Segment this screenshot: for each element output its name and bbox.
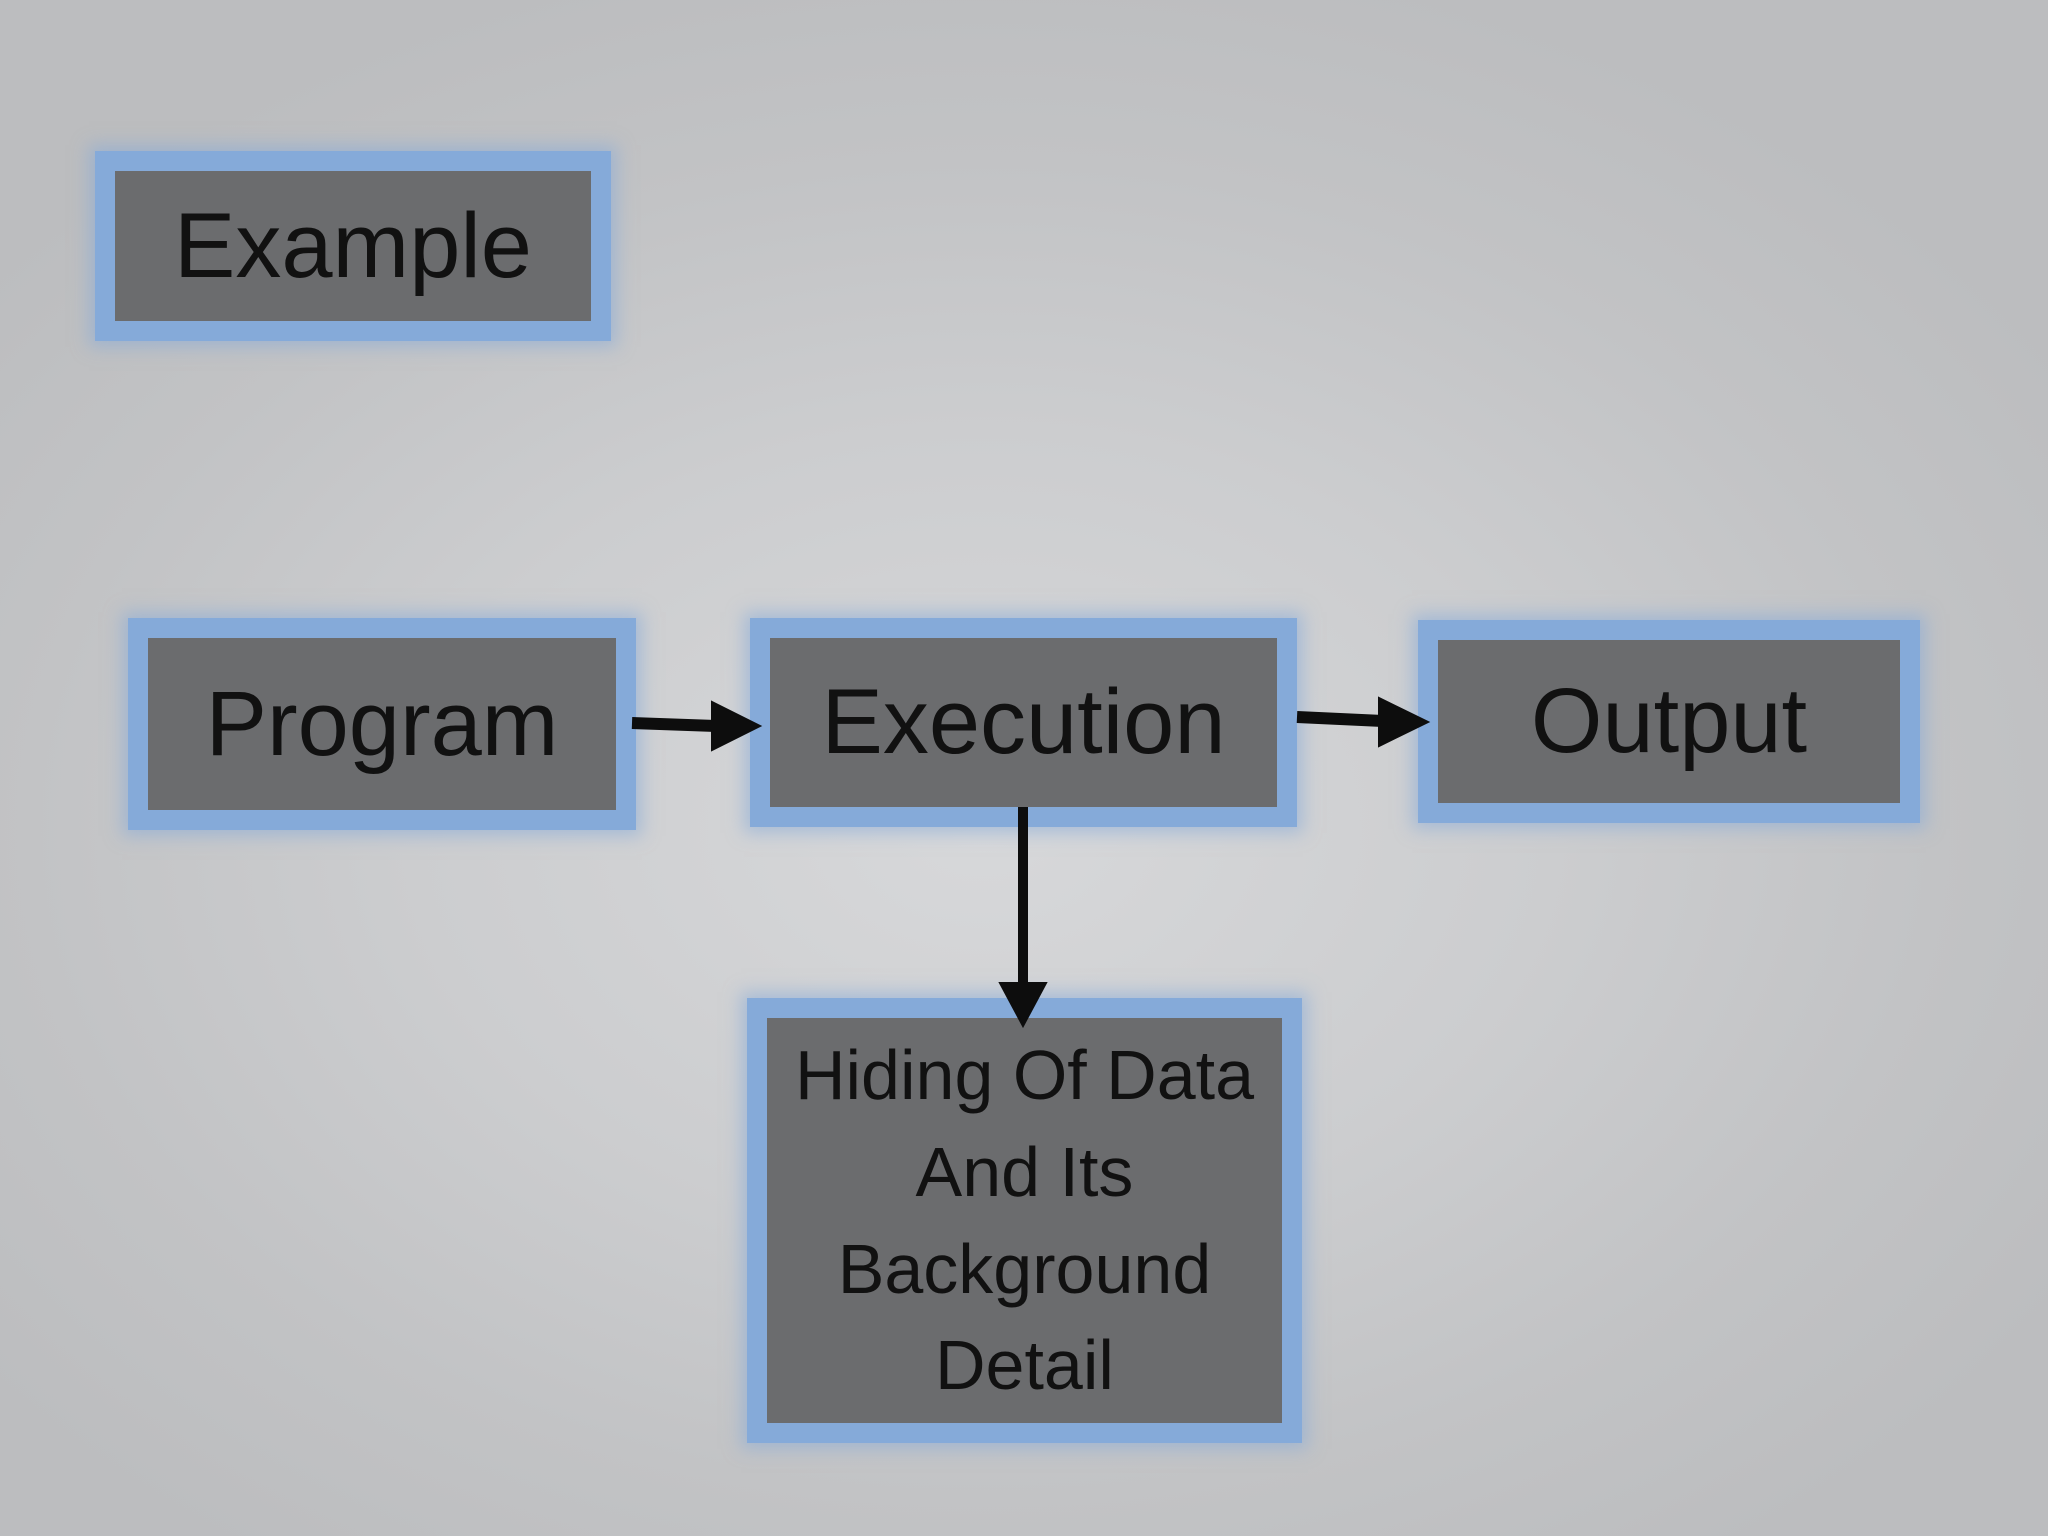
node-output: Output bbox=[1418, 620, 1920, 823]
node-execution: Execution bbox=[750, 618, 1297, 827]
node-hiding-line-2: And Its bbox=[915, 1132, 1134, 1211]
node-hiding-line-3: Background bbox=[837, 1229, 1212, 1308]
node-example: Example bbox=[95, 151, 611, 341]
node-program: Program bbox=[128, 618, 636, 830]
node-hiding: Hiding Of Data And Its Background Detail bbox=[747, 998, 1302, 1443]
node-execution-label: Execution bbox=[821, 671, 1226, 773]
node-hiding-line-1: Hiding Of Data bbox=[794, 1036, 1255, 1115]
arrow-program-to-execution bbox=[631, 700, 763, 752]
node-example-label: Example bbox=[174, 194, 532, 297]
arrow-execution-to-hiding bbox=[998, 807, 1048, 1029]
node-hiding-line-4: Detail bbox=[935, 1326, 1114, 1405]
node-program-label: Program bbox=[205, 672, 559, 775]
node-output-label: Output bbox=[1530, 670, 1808, 772]
node-hiding-label: Hiding Of Data And Its Background Detail bbox=[795, 1027, 1254, 1413]
arrow-execution-to-output bbox=[1296, 696, 1431, 748]
